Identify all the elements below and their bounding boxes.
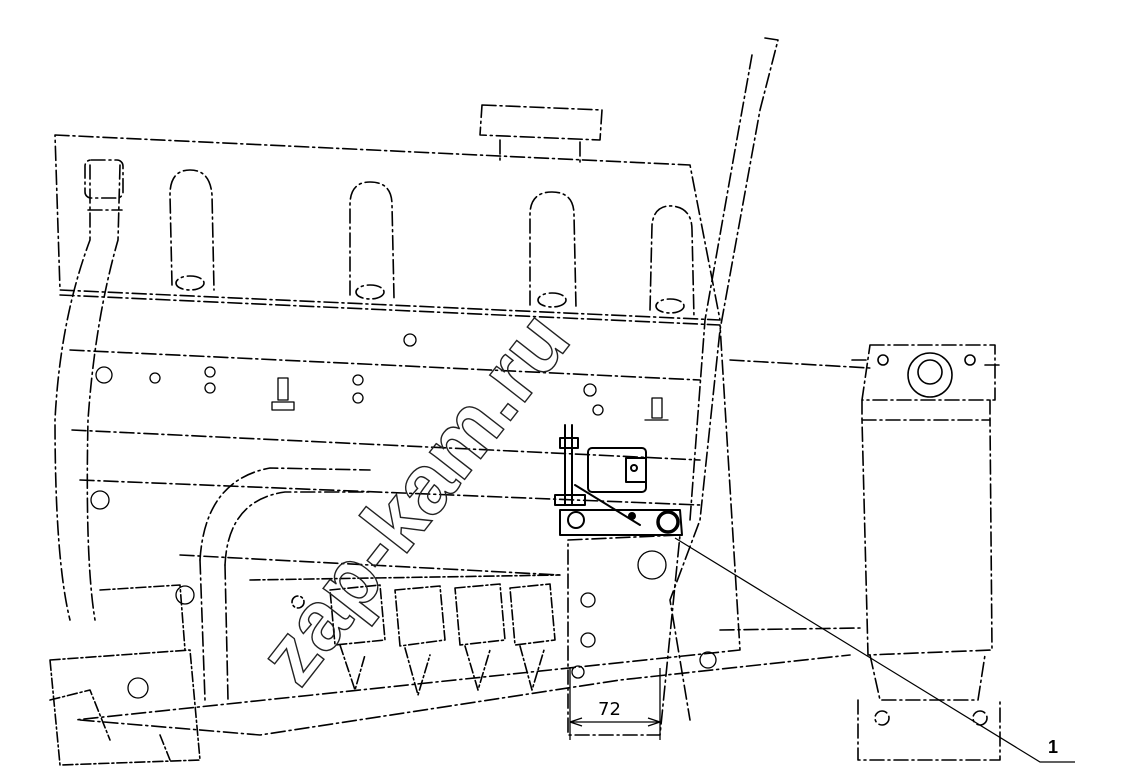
fuel-filter [851, 344, 1003, 761]
left-fuel-pipe [54, 159, 124, 621]
speed-sensor-assembly [554, 424, 683, 536]
engine-block [59, 294, 871, 736]
watermark-text: zap-kam.ru [240, 294, 587, 701]
injection-pump-units [249, 574, 561, 696]
fuel-rail-pipe [199, 467, 371, 701]
mounting-bracket [567, 534, 681, 736]
injector-tubes [169, 169, 695, 319]
callout-leader [674, 537, 1075, 763]
bolts [271, 377, 669, 421]
lower-left-components [49, 584, 201, 766]
dimension-lines [569, 668, 661, 740]
side-plate [669, 37, 779, 721]
block-holes [90, 333, 717, 699]
callout-label: 1 [1048, 737, 1058, 757]
fuel-filter-cap [877, 352, 976, 398]
dimension-value: 72 [598, 699, 621, 720]
valve-cover [54, 104, 721, 321]
